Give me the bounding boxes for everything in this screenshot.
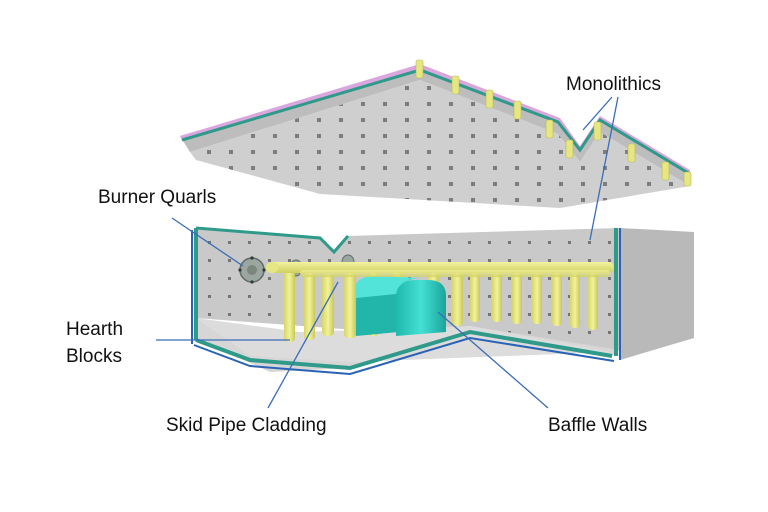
label-baffle-walls: Baffle Walls: [548, 415, 647, 436]
right-outer-wall: [620, 228, 694, 360]
roof-slab: [180, 59, 692, 208]
skid-rail-end: [266, 262, 278, 273]
baffle-wall: [356, 276, 446, 336]
box-lining-bottom-blue: [193, 336, 615, 376]
skid-pipes: [266, 262, 614, 342]
roof-face-anchors: [190, 80, 690, 208]
leader-lines: [156, 96, 619, 409]
burner-quarl: [238, 256, 266, 284]
leader-monolithics-roof: [582, 96, 613, 131]
leader-skid-pipe: [267, 281, 339, 409]
baffle-wall-top: [356, 276, 420, 298]
leader-burner-quarls: [171, 217, 244, 267]
label-hearth-blocks-line2: Blocks: [66, 346, 122, 367]
leader-baffle-walls: [437, 311, 549, 409]
roof-anchor-studs: [415, 59, 692, 187]
label-monolithics: Monolithics: [566, 74, 661, 95]
leader-monolithics-box: [589, 96, 619, 241]
baffle-wall-body: [396, 280, 446, 336]
label-skid-pipe-cladding: Skid Pipe Cladding: [166, 415, 327, 436]
roof-green-edge: [181, 68, 691, 176]
box-lining-bottom-green: [195, 329, 613, 371]
box-lining-top-green: [195, 226, 350, 255]
skid-rails: [268, 262, 614, 277]
label-burner-quarls: Burner Quarls: [98, 187, 216, 208]
label-hearth-blocks-line1: Hearth: [66, 319, 123, 340]
